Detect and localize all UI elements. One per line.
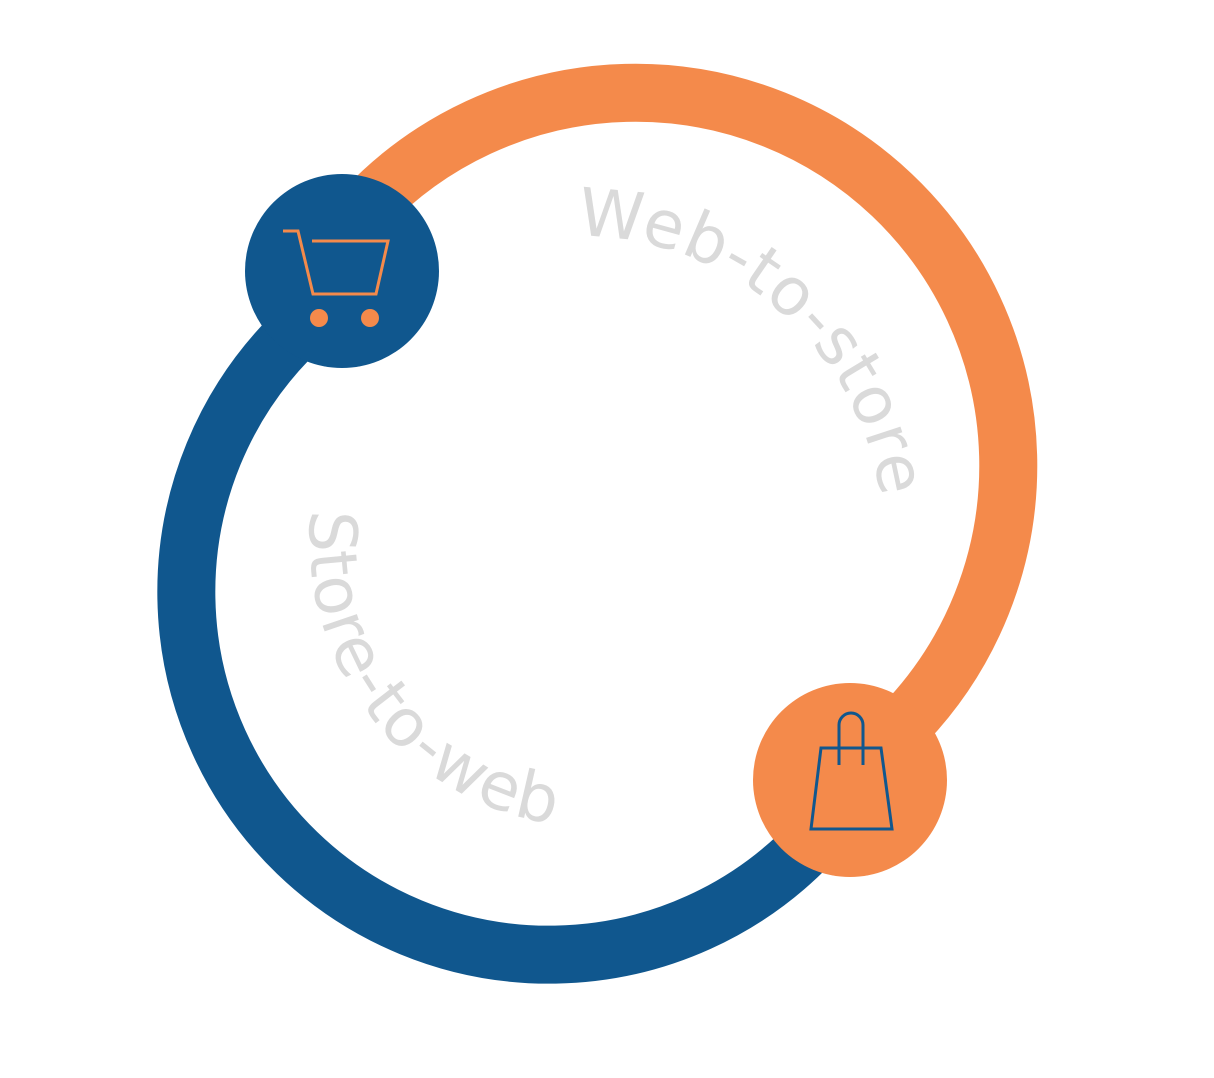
- store-to-web-label: Store-to-web: [293, 509, 568, 840]
- shopping-bag-icon: [809, 711, 894, 831]
- store-to-web-arc: [157, 319, 831, 984]
- bag-node: [753, 683, 947, 877]
- cart-node-circle: [245, 174, 439, 368]
- bag-node-circle: [753, 683, 947, 877]
- store-to-web-label-text: Store-to-web: [293, 509, 567, 840]
- web-to-store-arc: [343, 63, 1038, 742]
- shopping-cart-icon: [283, 229, 390, 327]
- cart-node: [245, 174, 439, 368]
